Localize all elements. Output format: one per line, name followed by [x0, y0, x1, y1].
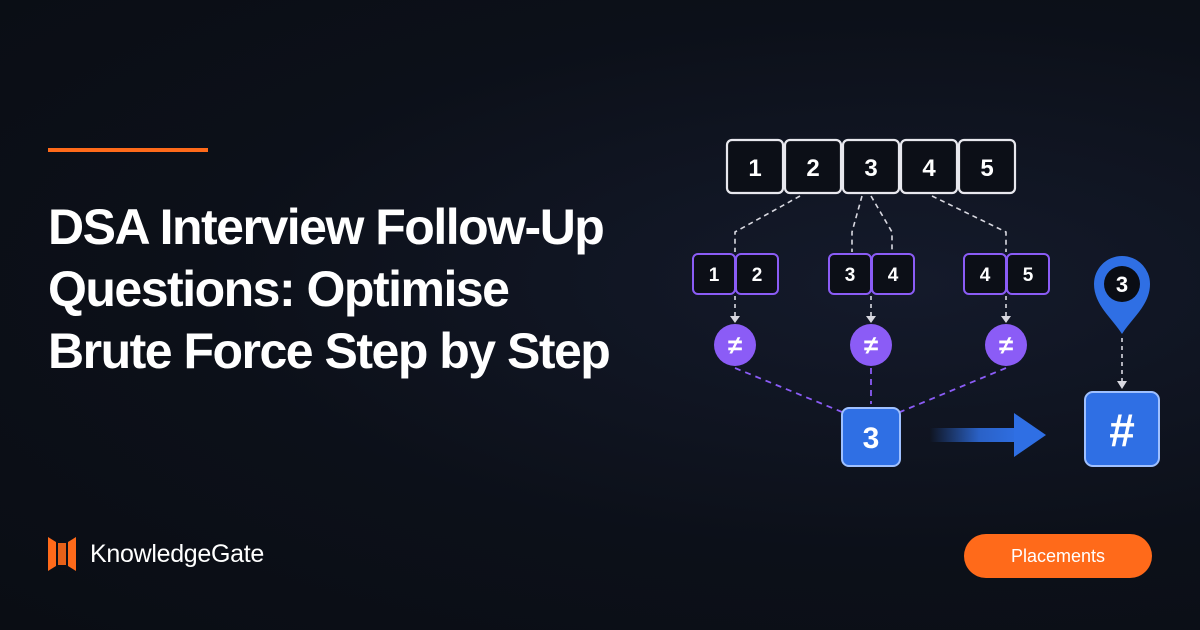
accent-line — [48, 148, 208, 152]
array-value: 1 — [748, 155, 761, 182]
array-cell — [783, 138, 843, 195]
pair-value: 4 — [888, 265, 899, 286]
compare-group: ≠ ≠ ≠ — [714, 324, 1027, 366]
brand-name: KnowledgeGate — [90, 539, 265, 568]
pin-value: 3 — [1116, 272, 1128, 297]
compare-circle — [714, 324, 756, 366]
array-cell — [957, 138, 1017, 195]
array-value: 2 — [806, 155, 819, 182]
pair-value: 2 — [752, 265, 763, 286]
array-value: 4 — [922, 155, 936, 182]
array-cell — [725, 138, 785, 195]
array-value: 5 — [980, 155, 993, 182]
arrow-shaft — [930, 428, 1020, 442]
page-title: DSA Interview Follow-Up Questions: Optim… — [48, 196, 688, 382]
not-equal-icon: ≠ — [999, 330, 1013, 360]
connector-line — [931, 195, 1007, 252]
result-box — [841, 407, 901, 467]
hash-box — [1084, 391, 1160, 467]
title-line-1: DSA Interview Follow-Up — [48, 199, 605, 255]
title-line-2: Questions: Optimise — [48, 261, 510, 317]
connector-line — [870, 195, 893, 252]
pair-cell — [1006, 253, 1050, 295]
pair-value: 5 — [1023, 265, 1034, 286]
hash-icon: # — [1109, 404, 1135, 456]
pair-value: 1 — [709, 265, 720, 286]
arrowhead — [730, 316, 740, 323]
array-cell — [899, 138, 959, 195]
arrowhead — [1117, 381, 1127, 389]
pair-value: 4 — [980, 265, 991, 286]
array-value: 3 — [864, 155, 877, 182]
not-equal-icon: ≠ — [864, 330, 878, 360]
pair-cell — [735, 253, 779, 295]
pair-value: 3 — [845, 265, 856, 286]
knowledgegate-logo-icon — [48, 537, 76, 571]
connector-line — [851, 195, 863, 252]
connector-line — [734, 367, 843, 413]
arrowheads — [730, 316, 1011, 323]
compare-circle — [985, 324, 1027, 366]
pair-connectors — [734, 296, 1007, 318]
placements-tag-button[interactable]: Placements — [964, 534, 1152, 578]
array-group: 1 2 3 4 5 — [725, 138, 1017, 195]
pair-values: 1 2 3 4 4 5 — [709, 265, 1034, 286]
arrow-right-icon — [1014, 413, 1046, 457]
not-equal-icon: ≠ — [728, 330, 742, 360]
connector-line — [899, 367, 1007, 413]
arrowhead — [1001, 316, 1011, 323]
array-connectors — [734, 195, 1007, 252]
title-line-3: Brute Force Step by Step — [48, 323, 611, 379]
connector-line — [734, 195, 801, 252]
result-value: 3 — [863, 422, 880, 455]
array-cell — [841, 138, 901, 195]
converge-lines — [734, 367, 1007, 413]
pair-cell — [871, 253, 915, 295]
compare-circle — [850, 324, 892, 366]
brand: KnowledgeGate — [48, 534, 264, 574]
arrowhead — [866, 316, 876, 323]
pin-inner-circle — [1104, 266, 1140, 302]
pair-group — [692, 253, 1050, 295]
